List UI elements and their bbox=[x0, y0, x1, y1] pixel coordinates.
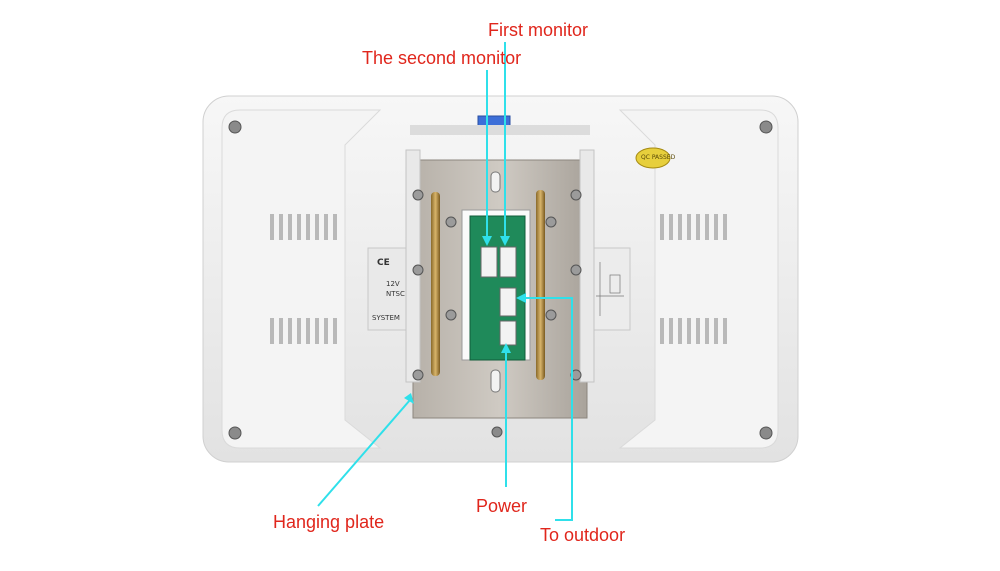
vent-grille-left-bottom bbox=[270, 318, 337, 344]
screw-icon bbox=[228, 120, 773, 440]
connector-board bbox=[461, 209, 531, 361]
pointer-to-outdoor bbox=[522, 297, 573, 521]
sticker-text-ntsc: NTSC bbox=[386, 290, 405, 298]
label-first-monitor: First monitor bbox=[488, 20, 589, 40]
pointer-lines bbox=[317, 42, 573, 521]
qc-passed-badge bbox=[635, 147, 671, 169]
sticker-text-voltage: 12V bbox=[386, 280, 400, 288]
label-power: Power bbox=[476, 496, 528, 516]
vent-grille-left-top bbox=[270, 214, 337, 240]
arrowheads bbox=[404, 236, 526, 404]
ce-mark: CE bbox=[377, 258, 390, 268]
label-to-outdoor: To outdoor bbox=[540, 525, 626, 545]
qc-badge-text: QC PASSED bbox=[641, 154, 676, 161]
sticker-text-system: SYSTEM bbox=[372, 314, 400, 322]
vent-grille-right-top bbox=[660, 214, 727, 240]
second-monitor-port bbox=[480, 246, 498, 278]
first-monitor-port bbox=[499, 246, 517, 278]
label-second-monitor: The second monitor bbox=[362, 48, 522, 68]
label-hanging-plate: Hanging plate bbox=[273, 512, 385, 532]
connector-ports bbox=[480, 246, 517, 346]
spec-sticker-right-lines bbox=[596, 262, 624, 316]
pointer-hanging-plate bbox=[317, 399, 411, 507]
outdoor-port bbox=[499, 287, 517, 317]
vent-grille-right-bottom bbox=[660, 318, 727, 344]
power-port bbox=[499, 320, 517, 346]
spec-sticker-left bbox=[367, 247, 409, 331]
